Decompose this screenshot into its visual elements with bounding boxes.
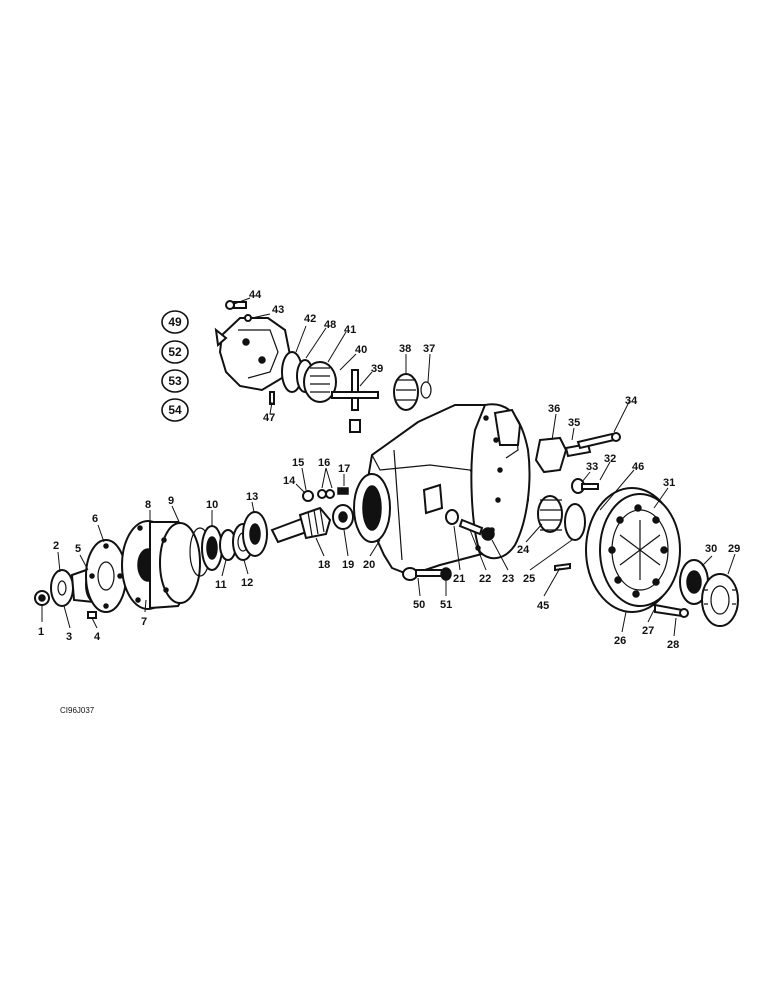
callout-44: 44: [249, 289, 262, 301]
callout-6: 6: [92, 513, 98, 525]
callout-11: 11: [215, 579, 227, 591]
callout-28: 28: [667, 639, 679, 651]
callout-1: 1: [38, 626, 44, 638]
callout-13: 13: [246, 491, 258, 503]
callout-33: 33: [586, 461, 598, 473]
reference-52: 52: [168, 345, 182, 359]
callout-14: 14: [283, 475, 296, 487]
callout-numbers: 1 2 3 4 5 6 7 8 9 10 11 12 13 14 15 16 1…: [38, 289, 740, 651]
housing-fasteners: [402, 509, 495, 581]
callout-22: 22: [479, 573, 491, 585]
callout-8: 8: [145, 499, 151, 511]
callout-48: 48: [324, 319, 336, 331]
callout-27: 27: [642, 625, 654, 637]
callout-4: 4: [94, 631, 101, 643]
reference-ring-49: [161, 310, 189, 334]
callout-9: 9: [168, 495, 174, 507]
callout-5: 5: [75, 543, 81, 555]
callout-15: 15: [292, 457, 304, 469]
callout-29: 29: [728, 543, 740, 555]
callout-45: 45: [537, 600, 549, 612]
callout-51: 51: [440, 599, 452, 611]
callout-39: 39: [371, 363, 383, 375]
callout-18: 18: [318, 559, 330, 571]
callout-36: 36: [548, 403, 560, 415]
callout-17: 17: [338, 463, 350, 475]
callout-7: 7: [141, 616, 147, 628]
crown-wheel-assembly: [534, 432, 739, 627]
callout-21: 21: [453, 573, 465, 585]
callout-2: 2: [53, 540, 59, 552]
reference-ring-53: [161, 369, 189, 393]
callout-12: 12: [241, 577, 253, 589]
callout-43: 43: [272, 304, 284, 316]
housing: [353, 403, 531, 577]
callout-41: 41: [344, 324, 356, 336]
callout-24: 24: [517, 544, 530, 556]
callout-42: 42: [304, 313, 316, 325]
callout-50: 50: [413, 599, 425, 611]
reference-ring-52: [161, 340, 189, 364]
callout-30: 30: [705, 543, 717, 555]
leader-lines: [41, 297, 736, 637]
reference-54: 54: [168, 403, 182, 417]
callout-35: 35: [568, 417, 580, 429]
reference-ring-54: [161, 398, 189, 422]
callout-3: 3: [66, 631, 72, 643]
callout-19: 19: [342, 559, 354, 571]
diff-lock-assembly: [214, 300, 432, 433]
callout-23: 23: [502, 573, 514, 585]
callout-34: 34: [625, 395, 638, 407]
pinion-assembly: [34, 487, 354, 619]
callout-32: 32: [604, 453, 616, 465]
callout-10: 10: [206, 499, 218, 511]
reference-markers: 49 52 53 54: [161, 310, 189, 422]
callout-38: 38: [399, 343, 411, 355]
callout-16: 16: [318, 457, 330, 469]
reference-53: 53: [168, 374, 182, 388]
callout-46: 46: [632, 461, 644, 473]
callout-31: 31: [663, 477, 675, 489]
callout-25: 25: [523, 573, 535, 585]
callout-26: 26: [614, 635, 626, 647]
callout-37: 37: [423, 343, 435, 355]
callout-40: 40: [355, 344, 367, 356]
reference-49: 49: [168, 315, 182, 329]
drawing-code: CI96J037: [60, 706, 95, 715]
callout-20: 20: [363, 559, 375, 571]
callout-47: 47: [263, 412, 275, 424]
